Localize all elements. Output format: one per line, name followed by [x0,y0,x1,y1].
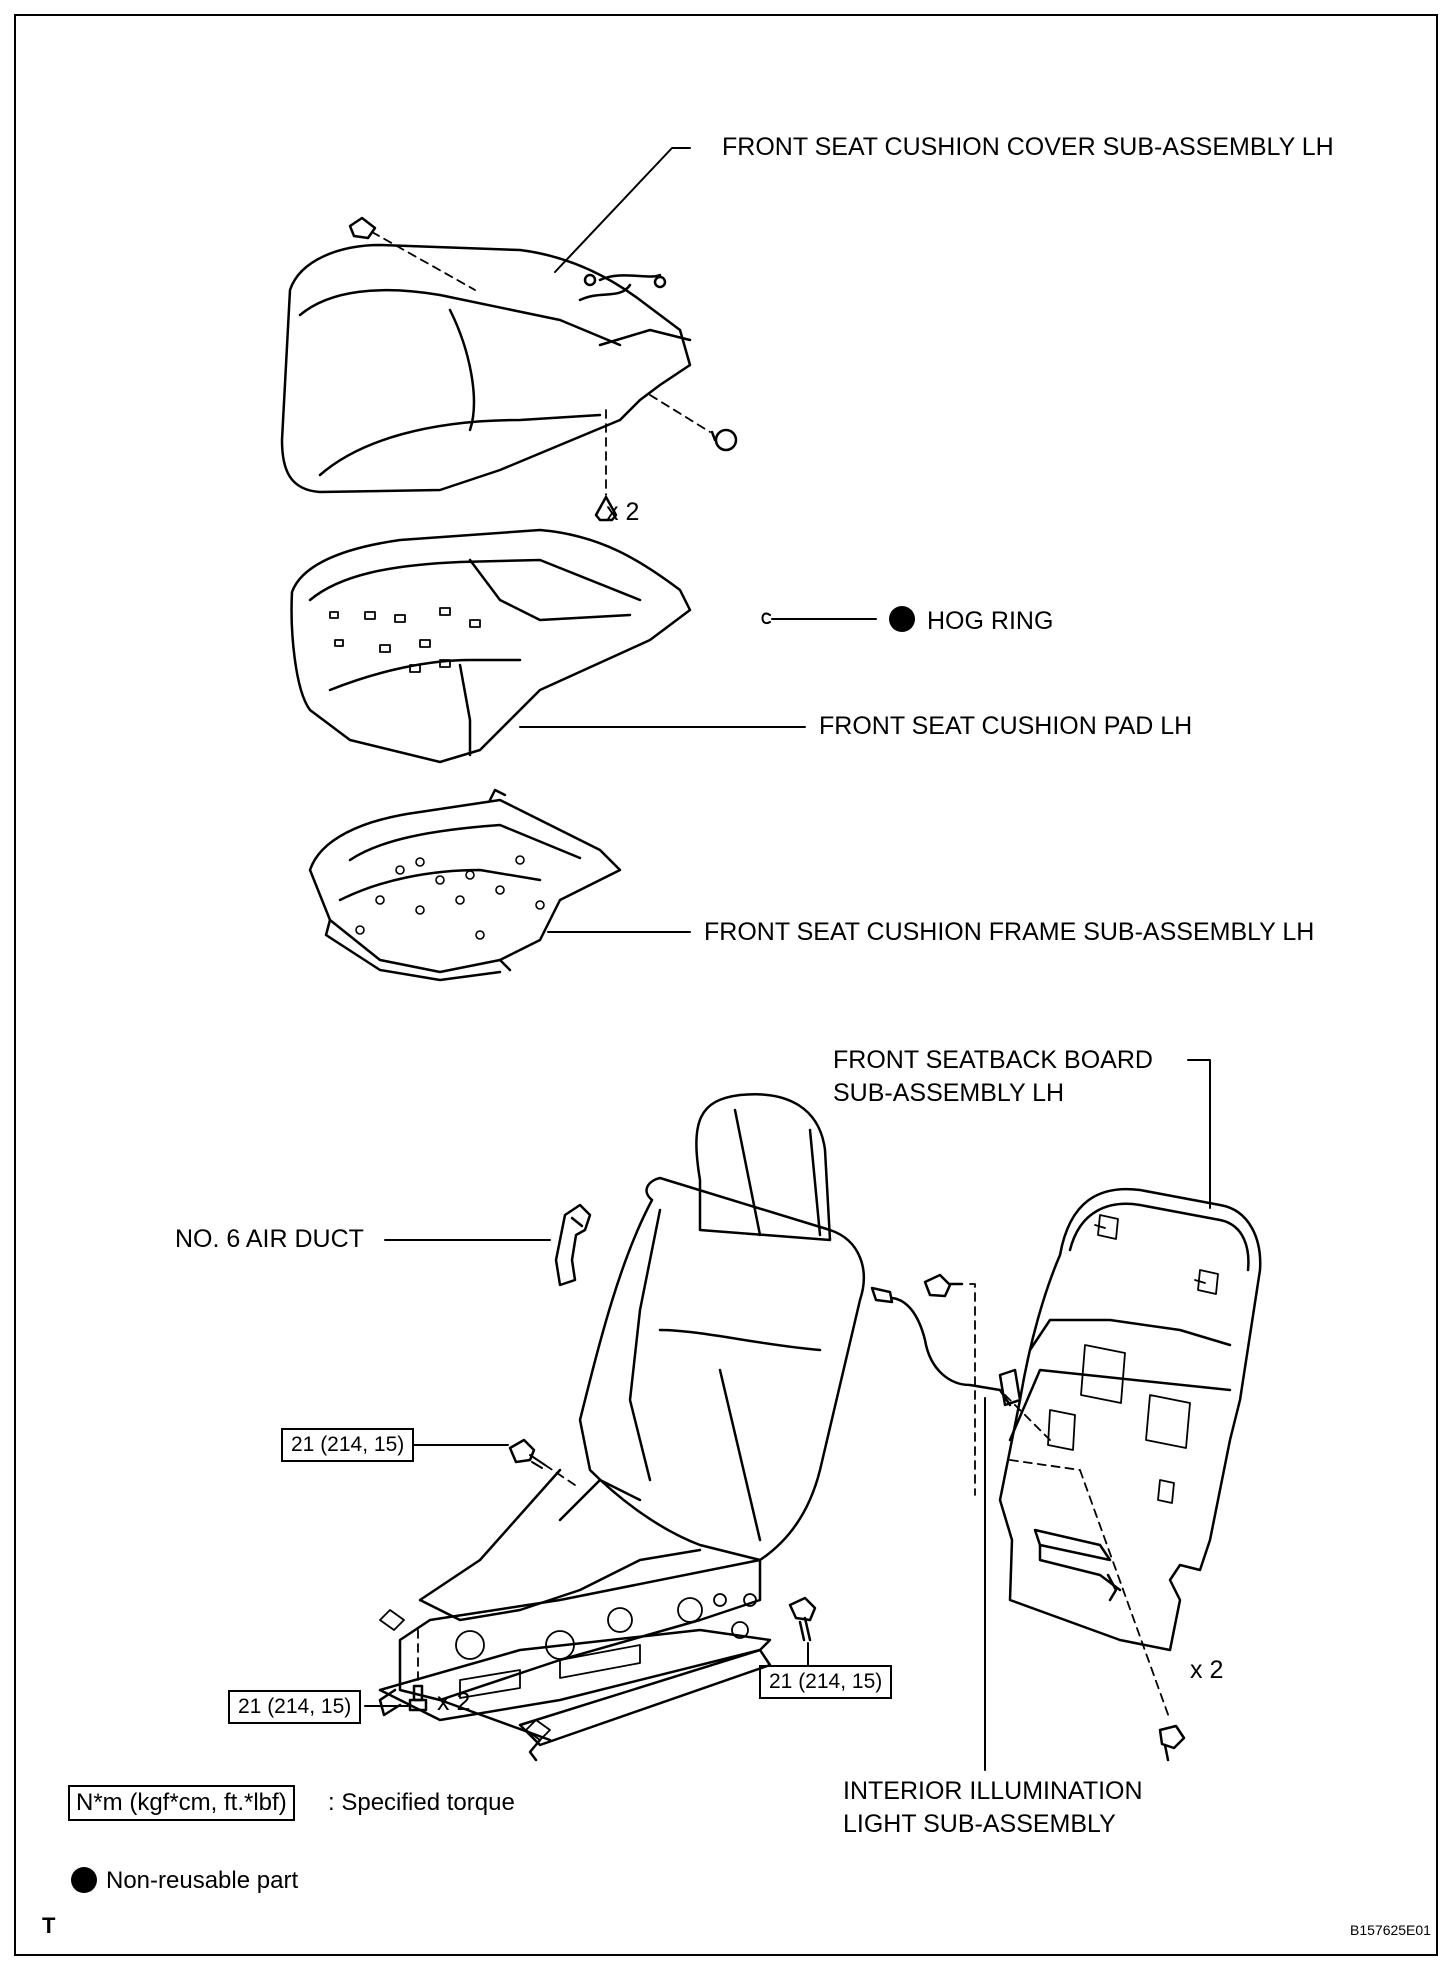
hog-ring-callout [761,612,877,625]
seatback-board-drawing [998,1187,1262,1652]
cushion-cover-drawing [280,243,692,494]
diagram-frame [14,14,1438,1956]
upper-bolt-drawing [508,1438,576,1486]
footer-mark: T [42,1913,56,1938]
lower-right-bolt-drawing [788,1596,817,1642]
air-duct-label: NO. 6 AIR DUCT [175,1225,364,1253]
cushion-pad-label: FRONT SEAT CUSHION PAD LH [819,712,1193,740]
hog-ring-nonreusable-dot [889,606,915,632]
cushion-frame-label: FRONT SEAT CUSHION FRAME SUB-ASSEMBLY LH [704,918,1315,946]
legend-torque-box: N*m (kgf*cm, ft.*lbf) [68,1785,295,1821]
board-screws-drawing [923,1273,1186,1762]
hog-ring-label: HOG RING [927,607,1054,635]
illumination-light-drawing [870,1286,1051,1441]
upper-bolt-torque-box: 21 (214, 15) [281,1428,415,1462]
cover-clips [348,216,738,522]
cushion-frame-drawing [308,788,622,982]
cushion-cover-label: FRONT SEAT CUSHION COVER SUB-ASSEMBLY LH [722,133,1334,161]
legend-nonreusable-dot [71,1867,97,1893]
legend-nonreusable-text: Non-reusable part [106,1867,299,1894]
seat-assembly-drawing [378,1093,865,1762]
lower-left-bolt-drawing [408,1629,428,1712]
illumination-label-line1: INTERIOR ILLUMINATION [843,1777,1143,1805]
seatback-board-leader [1187,1059,1211,1209]
seatback-board-label-line2: SUB-ASSEMBLY LH [833,1079,1065,1107]
figure-id: B157625E01 [1350,1922,1431,1938]
lower-left-bolt-torque-box: 21 (214, 15) [228,1690,362,1724]
cushion-pad-drawing [290,528,692,764]
illumination-label-line2: LIGHT SUB-ASSEMBLY [843,1810,1116,1838]
cushion-cover-leader [554,147,691,273]
clip-quantity: x 2 [606,498,640,526]
lower-left-bolt-quantity: x 2 [437,1688,471,1716]
legend-torque-text: : Specified torque [328,1789,515,1816]
seatback-board-label-line1: FRONT SEATBACK BOARD [833,1046,1153,1074]
lower-right-bolt-torque-box: 21 (214, 15) [759,1665,893,1699]
air-duct-drawing [554,1203,592,1287]
screw-quantity: x 2 [1190,1656,1224,1684]
